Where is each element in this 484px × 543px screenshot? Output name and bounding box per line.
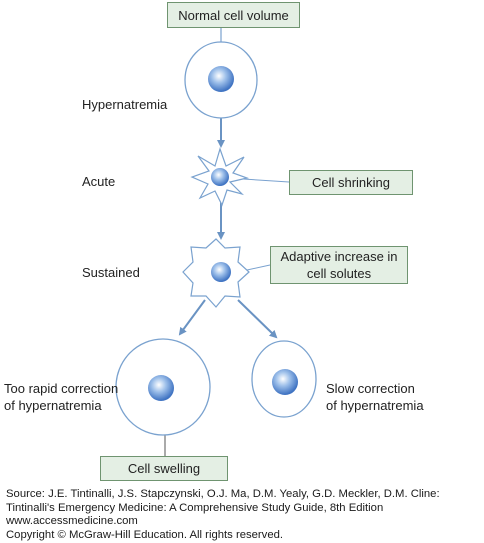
normal-cell-nucleus [208, 66, 234, 92]
source-line-copyright: Copyright © McGraw-Hill Education. All r… [6, 528, 284, 541]
sustained-label: Sustained [82, 265, 140, 280]
slow-correction-line2: of hypernatremia [326, 398, 424, 413]
acute-label: Acute [82, 174, 116, 189]
slow-correction-cell-nucleus [272, 369, 298, 395]
arrow-to-slow-correction [237, 299, 278, 339]
cell-shrinking-label: Cell shrinking [311, 175, 391, 190]
cell-shrinking-box: Cell shrinking [289, 170, 413, 195]
rapid-correction-line2: of hypernatremia [4, 398, 102, 413]
hypernatremia-cell-volume-diagram: Normal cell volume Cell shrinking Adapti… [4, 2, 424, 481]
connector-shrinking [242, 178, 290, 183]
source-line-title: Tintinalli's Emergency Medicine: A Compr… [6, 501, 384, 514]
sustained-cell-nucleus [211, 262, 231, 282]
slow-correction-label: Slow correction of hypernatremia [326, 380, 424, 414]
cell-swelling-box: Cell swelling [100, 456, 228, 481]
arrow-to-rapid-correction [178, 299, 206, 336]
cell-swelling-label: Cell swelling [127, 461, 201, 476]
adaptive-increase-box: Adaptive increase in cell solutes [270, 246, 408, 284]
acute-cell-nucleus [211, 168, 229, 186]
normal-cell-volume-box: Normal cell volume [167, 2, 300, 28]
rapid-correction-line1: Too rapid correction [4, 381, 119, 396]
rapid-correction-label: Too rapid correction of hypernatremia [4, 380, 118, 414]
source-citation: Source: J.E. Tintinalli, J.S. Stapczynsk… [6, 488, 482, 542]
adaptive-increase-label-line1: Adaptive increase in [280, 249, 398, 264]
hypernatremia-label: Hypernatremia [82, 97, 168, 112]
source-line-website: www.accessmedicine.com [6, 515, 138, 527]
diagram-graphics [115, 28, 317, 456]
slow-correction-line1: Slow correction [326, 381, 415, 396]
adaptive-increase-label-line2: cell solutes [306, 266, 372, 281]
source-line-authors: Source: J.E. Tintinalli, J.S. Stapczynsk… [6, 488, 440, 500]
connector-adaptive [246, 264, 271, 271]
normal-cell-volume-label: Normal cell volume [178, 7, 289, 23]
swollen-cell-nucleus [148, 375, 174, 401]
